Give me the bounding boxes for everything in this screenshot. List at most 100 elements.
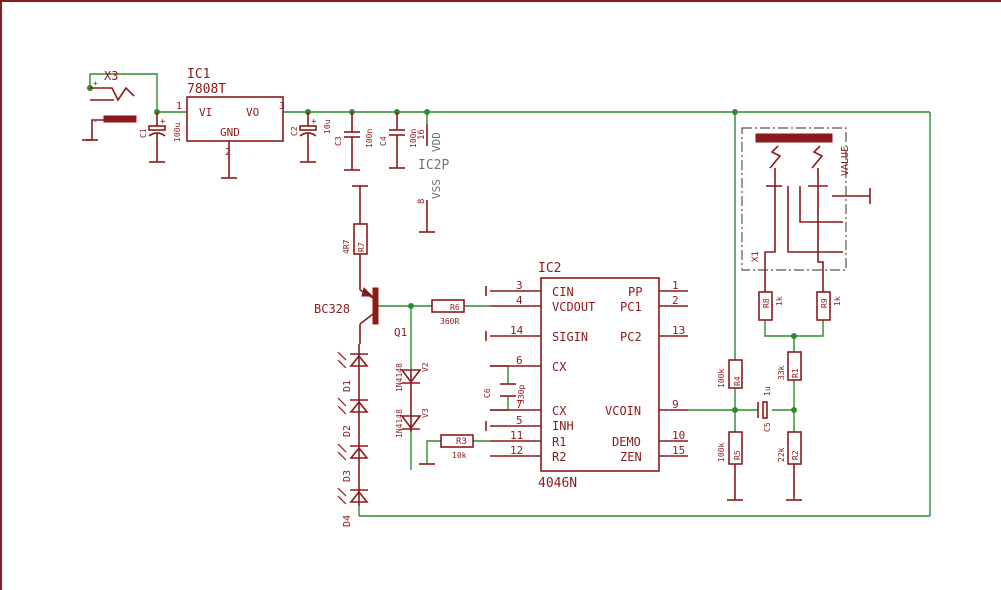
resistor-r7: R7 4R7	[342, 185, 368, 290]
svg-text:DEMO: DEMO	[612, 435, 641, 449]
resistor-r8: R8 1k	[758, 270, 784, 321]
led-d4-label: D4	[342, 515, 353, 527]
svg-text:10u: 10u	[323, 119, 332, 134]
svg-text:14: 14	[510, 324, 524, 337]
connector-x1: X1 VALUE	[741, 127, 871, 271]
svg-text:VCOIN: VCOIN	[605, 404, 641, 418]
capacitor-c6: C6 330p	[483, 383, 526, 404]
svg-text:VI: VI	[199, 106, 212, 119]
wires	[89, 73, 931, 517]
resistor-r9: R9 1k	[816, 270, 842, 321]
svg-text:INH: INH	[552, 419, 574, 433]
svg-text:5: 5	[516, 414, 523, 427]
svg-text:360R: 360R	[440, 317, 459, 326]
ic1-label: IC1	[187, 67, 210, 82]
svg-text:1k: 1k	[775, 296, 784, 306]
resistor-r6: R6 360R	[431, 299, 465, 326]
svg-text:C4: C4	[379, 136, 388, 146]
q1-label: Q1	[394, 326, 407, 339]
led-d1-label: D1	[342, 380, 353, 392]
svg-text:VO: VO	[246, 106, 259, 119]
led-string: D1 D2 D3 D4	[337, 344, 369, 527]
svg-text:R3: R3	[456, 437, 467, 447]
svg-text:100n: 100n	[409, 129, 418, 148]
svg-text:CX: CX	[552, 360, 567, 374]
led-d3-label: D3	[342, 470, 353, 482]
svg-text:R9: R9	[820, 298, 829, 308]
x1-value: VALUE	[840, 146, 851, 176]
svg-text:R4: R4	[733, 376, 742, 386]
svg-text:ZEN: ZEN	[620, 450, 642, 464]
capacitor-c4: C4 100n	[379, 112, 418, 169]
svg-text:R7: R7	[357, 242, 366, 252]
svg-text:PC2: PC2	[620, 330, 642, 344]
svg-text:330p: 330p	[517, 385, 526, 404]
svg-text:1: 1	[176, 101, 182, 112]
regulator-ic1: IC1 7808T VI VO GND 1 2 3	[176, 67, 285, 179]
capacitor-c2: + C2 10u	[290, 112, 332, 163]
svg-text:16: 16	[417, 129, 427, 140]
svg-text:1u: 1u	[763, 386, 772, 396]
svg-text:-: -	[93, 117, 98, 126]
svg-text:R1: R1	[791, 368, 800, 378]
x1-label: X1	[751, 251, 761, 262]
svg-text:PC1: PC1	[620, 300, 642, 314]
svg-text:6: 6	[516, 354, 523, 367]
svg-text:+: +	[311, 117, 317, 127]
svg-text:GND: GND	[220, 126, 240, 139]
resistor-r4: R4 100k	[717, 359, 743, 389]
svg-text:C6: C6	[483, 388, 492, 398]
c1-value: 100u	[173, 123, 182, 142]
c1-label: C1	[139, 128, 148, 138]
svg-text:R1: R1	[552, 435, 566, 449]
ic2-power-pins: 16 VDD IC2P 8 VSS	[417, 124, 449, 233]
svg-text:3: 3	[516, 279, 523, 292]
resistor-r3: R3 10k	[419, 434, 474, 465]
svg-text:12: 12	[510, 444, 523, 457]
svg-text:8: 8	[417, 199, 427, 204]
svg-text:CX: CX	[552, 404, 567, 418]
svg-text:+: +	[93, 79, 98, 88]
svg-text:7: 7	[516, 398, 523, 411]
svg-text:PP: PP	[628, 285, 642, 299]
led-d2-label: D2	[342, 425, 353, 437]
svg-text:4R7: 4R7	[342, 239, 351, 254]
ic2p-label: IC2P	[418, 158, 449, 173]
svg-text:1N4148: 1N4148	[395, 409, 404, 438]
svg-text:C2: C2	[290, 126, 299, 136]
svg-text:1N4148: 1N4148	[395, 363, 404, 392]
ic2-label: IC2	[538, 261, 561, 276]
connector-x3: X3 + -	[82, 69, 137, 141]
q1-type: BC328	[314, 302, 350, 316]
svg-text:CIN: CIN	[552, 285, 574, 299]
svg-text:R2: R2	[791, 450, 800, 460]
svg-text:C5: C5	[763, 422, 772, 432]
x3-label: X3	[104, 69, 118, 83]
svg-text:1: 1	[672, 279, 679, 292]
svg-text:13: 13	[672, 324, 685, 337]
capacitor-c1: + C1 100u	[139, 112, 182, 163]
svg-text:R5: R5	[733, 450, 742, 460]
svg-text:3: 3	[279, 101, 285, 112]
svg-text:11: 11	[510, 429, 523, 442]
svg-text:2: 2	[672, 294, 679, 307]
svg-text:15: 15	[672, 444, 685, 457]
svg-text:VCDOUT: VCDOUT	[552, 300, 595, 314]
svg-text:100k: 100k	[717, 369, 726, 388]
vss-label: VSS	[430, 179, 443, 199]
resistor-r2: R2 22k	[777, 431, 802, 501]
svg-text:9: 9	[672, 398, 679, 411]
svg-text:10k: 10k	[452, 451, 467, 460]
svg-text:4: 4	[516, 294, 523, 307]
ic1-type: 7808T	[187, 82, 226, 97]
ic2-type: 4046N	[538, 476, 577, 491]
capacitor-c5: 1u C5	[757, 386, 772, 432]
svg-text:C3: C3	[334, 136, 343, 146]
svg-text:R8: R8	[762, 298, 771, 308]
svg-text:V2: V2	[421, 362, 430, 372]
svg-text:1k: 1k	[833, 296, 842, 306]
transistor-q1: BC328 Q1	[314, 287, 407, 344]
resistor-r1: R1 33k	[777, 351, 802, 381]
